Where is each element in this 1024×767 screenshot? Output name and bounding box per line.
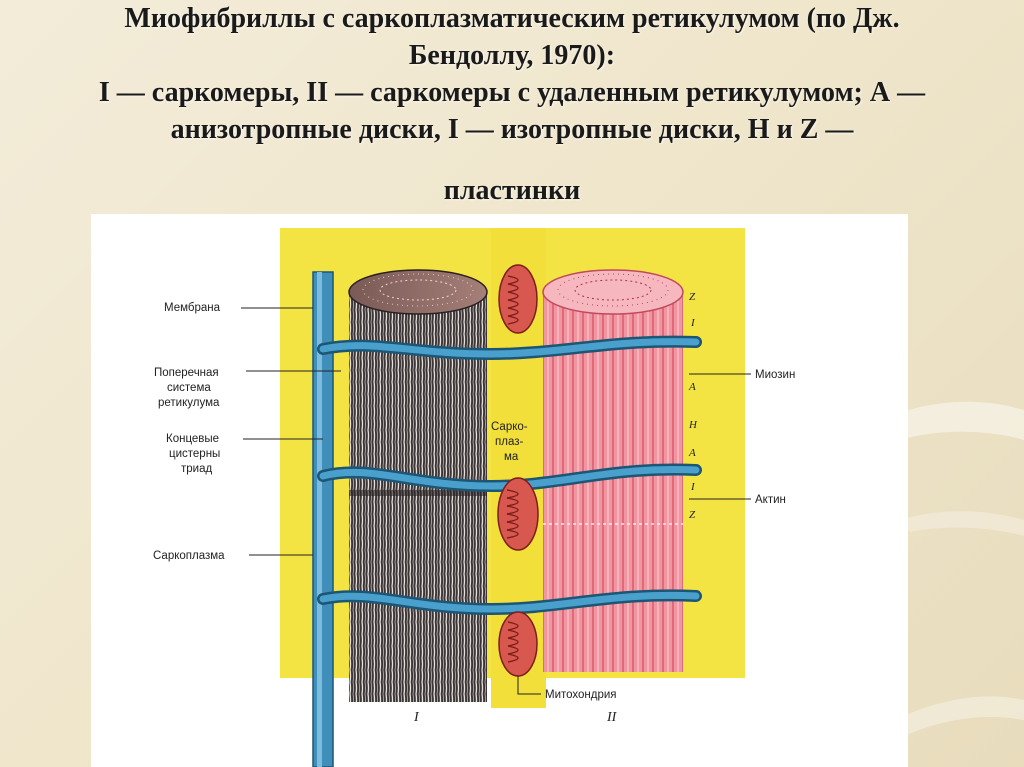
mitochondrion-middle [497, 477, 539, 551]
band-i-bottom: I [690, 481, 696, 493]
label-roman-ii: II [606, 710, 618, 725]
myofibril-diagram: Мембрана Поперечная система ретикулума К… [153, 228, 795, 767]
band-a-top: A [688, 381, 696, 393]
fibril-i [348, 269, 488, 702]
label-membrana: Мембрана [164, 302, 221, 314]
mitochondrion-bottom [498, 611, 538, 677]
label-koncevye-1: Концевые [166, 433, 219, 445]
slide-title: Миофибриллы с саркоплазматическим ретику… [20, 0, 1004, 209]
band-a-bottom: A [688, 447, 696, 459]
band-h: H [688, 419, 698, 431]
title-line-3: I — саркомеры, II — саркомеры с удаленны… [98, 77, 926, 108]
label-poperechnaya-2: система [167, 382, 211, 394]
title-line-4: анизотропные диски, I — изотропные диски… [170, 114, 854, 145]
reticulum-tubes [317, 335, 702, 616]
band-z-top: Z [689, 291, 696, 303]
label-miozin: Миозин [755, 369, 795, 381]
band-i-top: I [690, 317, 696, 329]
label-sarkoplazma: Саркоплазма [153, 550, 225, 562]
title-line-5: пластинки [443, 175, 581, 206]
label-sarkoplazma-mid-2: плаз- [495, 436, 523, 448]
diagram-figure: Мембрана Поперечная система ретикулума К… [91, 214, 908, 767]
label-sarkoplazma-mid-1: Сарко- [491, 421, 528, 433]
label-sarkoplazma-mid-3: ма [504, 451, 519, 463]
label-koncevye-2: цистерны [169, 448, 220, 460]
leader-lines [241, 307, 751, 695]
label-mitohondriya: Митохондрия [545, 689, 617, 701]
membrane [312, 271, 334, 767]
label-poperechnaya-1: Поперечная [154, 367, 219, 379]
label-koncevye-3: триад [181, 463, 212, 475]
label-aktin: Актин [755, 494, 786, 506]
title-line-1: Миофибриллы с саркоплазматическим ретику… [124, 3, 900, 34]
band-z-bottom: Z [689, 509, 696, 521]
label-poperechnaya-3: ретикулума [158, 397, 220, 409]
title-line-2: Бендоллу, 1970): [408, 40, 616, 71]
mitochondrion-top [498, 264, 538, 334]
label-roman-i: I [413, 710, 420, 725]
